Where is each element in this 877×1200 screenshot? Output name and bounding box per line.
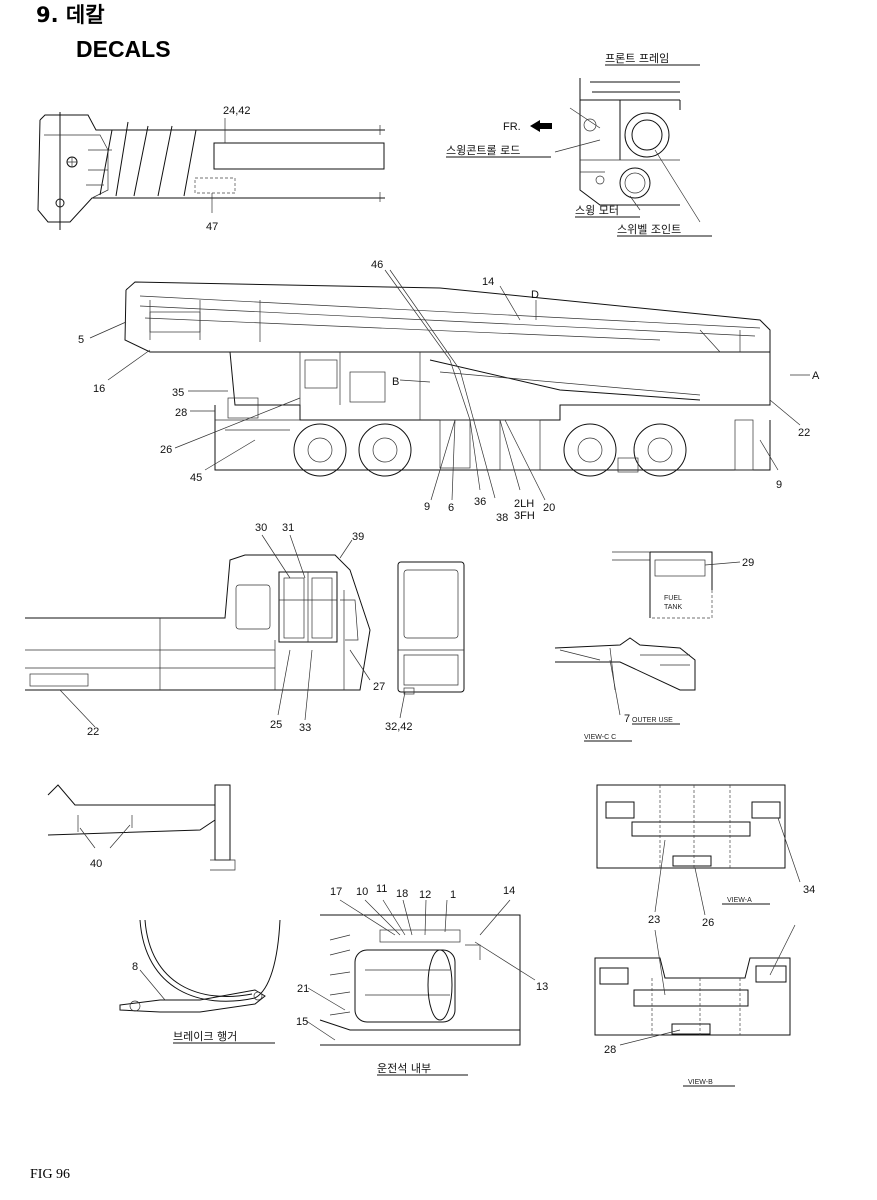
callout-A: A (812, 370, 820, 382)
callout-9-right: 9 (776, 479, 782, 491)
callout-1: 1 (450, 889, 456, 901)
front-frame-view: FR. 프론트 프레임 스윙콘트롤 로드 스윙 모터 스위벨 조인트 (446, 52, 712, 237)
crane-side-view: 46 14 D 5 16 35 28 26 45 B A 22 9 9 6 36… (78, 259, 820, 524)
section-title-korean: 9. 데칼 (36, 3, 105, 27)
callout-12: 12 (419, 889, 431, 901)
callout-14: 14 (482, 276, 494, 288)
view-b-caption: VIEW-B (688, 1079, 713, 1086)
view-c-caption: VIEW-C C (584, 734, 616, 741)
callout-33: 33 (299, 722, 311, 734)
callout-36: 36 (474, 496, 486, 508)
callout-26-view-a: 26 (702, 917, 714, 929)
callout-20: 20 (543, 502, 555, 514)
callout-45: 45 (190, 472, 202, 484)
callout-8: 8 (132, 961, 138, 973)
callout-14-interior: 14 (503, 885, 515, 897)
callout-35: 35 (172, 387, 184, 399)
callout-30: 30 (255, 522, 267, 534)
callout-10: 10 (356, 886, 368, 898)
callout-22-cab: 22 (87, 726, 99, 738)
swing-control-rod-label: 스윙콘트롤 로드 (446, 144, 520, 157)
cab-side-view: 30 31 39 27 25 33 22 32,42 (25, 522, 465, 738)
swing-motor-label: 스윙 모터 (575, 204, 619, 217)
callout-26: 26 (160, 444, 172, 456)
callout-40: 40 (90, 858, 102, 870)
fuel-tank-text-2: TANK (664, 604, 682, 611)
view-a-caption: VIEW-A (727, 897, 752, 904)
callout-24-42: 24,42 (223, 105, 251, 117)
fuel-tank-view: FUEL TANK 29 (612, 551, 754, 619)
callout-2LH: 2LH (514, 498, 534, 510)
callout-34: 34 (803, 884, 815, 896)
callout-15: 15 (296, 1016, 308, 1028)
fuel-tank-text-1: FUEL (664, 595, 682, 602)
callout-13: 13 (536, 981, 548, 993)
brake-hanger-view: 8 브레이크 행거 (119, 919, 281, 1044)
callout-17: 17 (330, 886, 342, 898)
callout-B: B (392, 376, 399, 388)
outrigger-view: 7 OUTER USE VIEW-C C (554, 637, 696, 742)
section-title-english: DECALS (76, 36, 171, 62)
view-a-panel: 23 26 34 VIEW-A (596, 784, 815, 929)
cab-interior-caption: 운전석 내부 (377, 1062, 431, 1075)
callout-47: 47 (206, 221, 218, 233)
callout-31: 31 (282, 522, 294, 534)
boom-detail-view: 24,42 47 (37, 105, 385, 233)
callout-39: 39 (352, 531, 364, 543)
callout-22: 22 (798, 427, 810, 439)
callout-28: 28 (175, 407, 187, 419)
callout-3FH: 3FH (514, 510, 535, 522)
callout-9-left: 9 (424, 501, 430, 513)
callout-16: 16 (93, 383, 105, 395)
callout-7: 7 (624, 713, 630, 725)
callout-6: 6 (448, 502, 454, 514)
callout-5: 5 (78, 334, 84, 346)
callout-38: 38 (496, 512, 508, 524)
swivel-joint-label: 스위벨 조인트 (617, 223, 681, 236)
brake-hanger-caption: 브레이크 행거 (173, 1030, 237, 1043)
outer-use-caption: OUTER USE (632, 717, 673, 724)
callout-29: 29 (742, 557, 754, 569)
callout-27: 27 (373, 681, 385, 693)
figure-number: FIG 96 (30, 1167, 70, 1182)
front-frame-label: 프론트 프레임 (605, 52, 669, 65)
callout-32-42: 32,42 (385, 721, 413, 733)
outrigger-beam-view: 40 (47, 784, 236, 871)
view-b-panel: 28 VIEW-B (594, 924, 796, 1087)
callout-11: 11 (376, 883, 387, 895)
cab-interior-view: 17 10 11 18 12 1 14 13 21 15 운전석 내부 (296, 883, 548, 1076)
callout-D: D (531, 289, 539, 301)
callout-25: 25 (270, 719, 282, 731)
fr-label: FR. (503, 121, 521, 133)
callout-28-view-b: 28 (604, 1044, 616, 1056)
callout-18: 18 (396, 888, 408, 900)
callout-23: 23 (648, 914, 660, 926)
callout-46: 46 (371, 259, 383, 271)
callout-21: 21 (297, 983, 309, 995)
